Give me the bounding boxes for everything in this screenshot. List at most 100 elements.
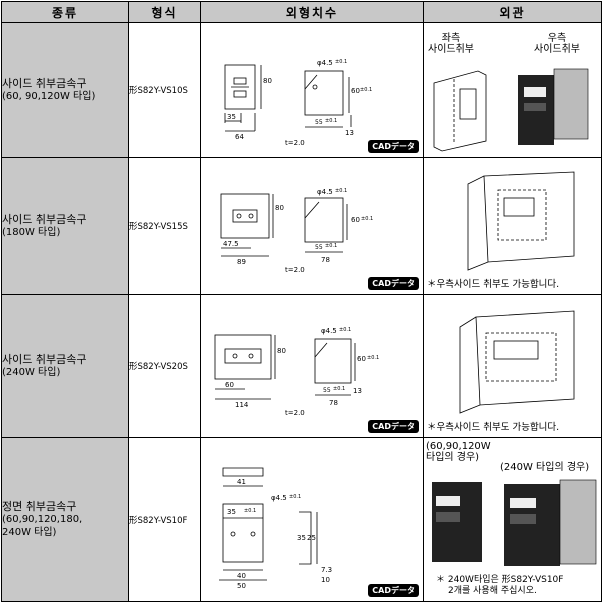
- cad-data-button[interactable]: CADデータ: [368, 420, 419, 433]
- dimension-drawing: 80 35 64 φ4.5 ±0.1 60 ±0.1 55 ±0.1 13 t=…: [224, 59, 372, 147]
- right-mount-note: ＊우측사이드 취부도 가능합니다.: [427, 279, 560, 290]
- table-row: 사이드 취부금속구 (60, 90,120W 타입) 形S82Y-VS10S: [1, 22, 602, 158]
- dim-60: 60: [225, 381, 234, 389]
- dim-64: 64: [235, 133, 244, 141]
- appearance-illustration: [432, 479, 597, 566]
- header-look: 외관: [423, 1, 602, 23]
- usage-note-line-1: ＊ 240W타입은 形S82Y-VS10F: [436, 575, 564, 585]
- dim-55: 55: [315, 244, 323, 251]
- dims-cell: 80 35 64 φ4.5 ±0.1 60 ±0.1 55 ±0.1 13 t=…: [200, 22, 424, 158]
- dim-89: 89: [237, 258, 246, 266]
- appearance-illustration: [433, 68, 589, 152]
- kind-label: 사이드 취부금속구: [2, 77, 87, 90]
- kind-sub-label: (240W 타입): [2, 367, 61, 378]
- dim-78: 78: [329, 399, 338, 407]
- dim-7-3: 7.3: [321, 566, 332, 574]
- dim-50: 50: [237, 582, 246, 590]
- model-cell: 形S82Y-VS15S: [128, 157, 201, 295]
- dim-55-tol: ±0.1: [333, 386, 345, 392]
- kind-sub-label: (60,90,120,180,: [2, 514, 83, 525]
- dim-60: 60: [351, 87, 360, 95]
- dims-cell: 41 φ4.5 ±0.1 35 ±0.1 35 25 40 50 7.3 10 …: [200, 437, 424, 602]
- kind-sub-label-2: 240W 타입): [2, 527, 57, 538]
- dim-13: 13: [353, 387, 362, 395]
- right-label-2: 사이드취부: [534, 44, 580, 55]
- dimension-drawing: 41 φ4.5 ±0.1 35 ±0.1 35 25 40 50 7.3 10: [219, 467, 332, 590]
- dim-40: 40: [237, 572, 246, 580]
- kind-cell: 정면 취부금속구 (60,90,120,180, 240W 타입): [1, 437, 129, 602]
- small-type-line-2: 타입의 경우): [426, 452, 480, 463]
- kind-sub-label: (180W 타입): [2, 227, 61, 238]
- dim-80: 80: [275, 204, 284, 212]
- dim-60-tol: ±0.1: [367, 355, 379, 361]
- dim-55: 55: [315, 119, 323, 126]
- kind-sub-label: (60, 90,120W 타입): [2, 91, 96, 102]
- dim-80: 80: [263, 77, 272, 85]
- dim-hole: φ4.5: [317, 188, 333, 196]
- model-cell: 形S82Y-VS10F: [128, 437, 201, 602]
- small-type-line-1: (60,90,120W: [426, 441, 491, 452]
- dim-55: 55: [323, 387, 331, 394]
- look-cell: ＊우측사이드 취부도 가능합니다.: [423, 294, 602, 438]
- dim-hole-tol: ±0.1: [335, 59, 347, 65]
- model-cell: 形S82Y-VS10S: [128, 22, 201, 158]
- model-cell: 形S82Y-VS20S: [128, 294, 201, 438]
- kind-cell: 사이드 취부금속구 (60, 90,120W 타입): [1, 22, 129, 158]
- kind-cell: 사이드 취부금속구 (180W 타입): [1, 157, 129, 295]
- usage-note-line-2: 2개를 사용해 주십시오.: [448, 586, 537, 596]
- dim-hole: φ4.5: [321, 327, 337, 335]
- header-dims: 외형치수: [200, 1, 424, 23]
- table-row: 사이드 취부금속구 (180W 타입) 形S82Y-VS15S 80: [1, 157, 602, 295]
- dim-78: 78: [321, 256, 330, 264]
- dim-35: 35: [227, 508, 236, 516]
- dimension-drawing: 80 60 114 φ4.5 ±0.1 60 ±0.1 55 ±0.1 13 7…: [214, 327, 379, 417]
- kind-label: 정면 취부금속구: [2, 500, 77, 513]
- dims-cell: 80 60 114 φ4.5 ±0.1 60 ±0.1 55 ±0.1 13 7…: [200, 294, 424, 438]
- header-kind: 종류: [1, 1, 129, 23]
- large-type-label: (240W 타입의 경우): [500, 462, 590, 473]
- dim-60: 60: [351, 216, 360, 224]
- dim-25: 25: [307, 534, 316, 542]
- dim-41: 41: [237, 478, 246, 486]
- kind-cell: 사이드 취부금속구 (240W 타입): [1, 294, 129, 438]
- header-row: 종류 형식 외형치수 외관: [1, 1, 602, 23]
- look-cell: ＊우측사이드 취부도 가능합니다.: [423, 157, 602, 295]
- table-row: 사이드 취부금속구 (240W 타입) 形S82Y-VS20S 80: [1, 294, 602, 438]
- dim-60-tol: ±0.1: [360, 87, 372, 93]
- dim-hole-tol: ±0.1: [339, 327, 351, 333]
- cad-data-button[interactable]: CADデータ: [368, 277, 419, 290]
- dims-cell: 80 47.5 89 φ4.5 ±0.1 60 ±0.1 55 ±0.1 78 …: [200, 157, 424, 295]
- dim-hole-tol: ±0.1: [289, 494, 301, 500]
- cad-data-button[interactable]: CADデータ: [368, 140, 419, 153]
- dim-thickness: t=2.0: [285, 409, 305, 417]
- left-label-2: 사이드취부: [428, 44, 474, 55]
- cad-data-button[interactable]: CADデータ: [368, 584, 419, 597]
- table-row: 정면 취부금속구 (60,90,120,180, 240W 타입) 形S82Y-…: [1, 437, 602, 602]
- kind-label: 사이드 취부금속구: [2, 353, 87, 366]
- dim-114: 114: [235, 401, 249, 409]
- appearance-illustration: [467, 171, 575, 271]
- dim-thickness: t=2.0: [285, 266, 305, 274]
- dim-60-right: 60: [357, 355, 366, 363]
- dim-80: 80: [277, 347, 286, 355]
- appearance-illustration: [459, 310, 575, 414]
- right-label-1: 우측: [547, 33, 567, 44]
- dim-55-tol: ±0.1: [325, 118, 337, 124]
- dim-10: 10: [321, 576, 330, 584]
- dim-hole-tol: ±0.1: [335, 188, 347, 194]
- dim-35-tol: ±0.1: [244, 508, 256, 514]
- dim-hole: φ4.5: [317, 59, 333, 67]
- dim-47-5: 47.5: [223, 240, 239, 248]
- dim-55-tol: ±0.1: [325, 243, 337, 249]
- dim-hole: φ4.5: [271, 494, 287, 502]
- right-mount-note: ＊우측사이드 취부도 가능합니다.: [427, 422, 560, 433]
- kind-label: 사이드 취부금속구: [2, 213, 87, 226]
- left-label-1: 좌측: [441, 33, 461, 44]
- dim-35-side: 35: [297, 534, 306, 542]
